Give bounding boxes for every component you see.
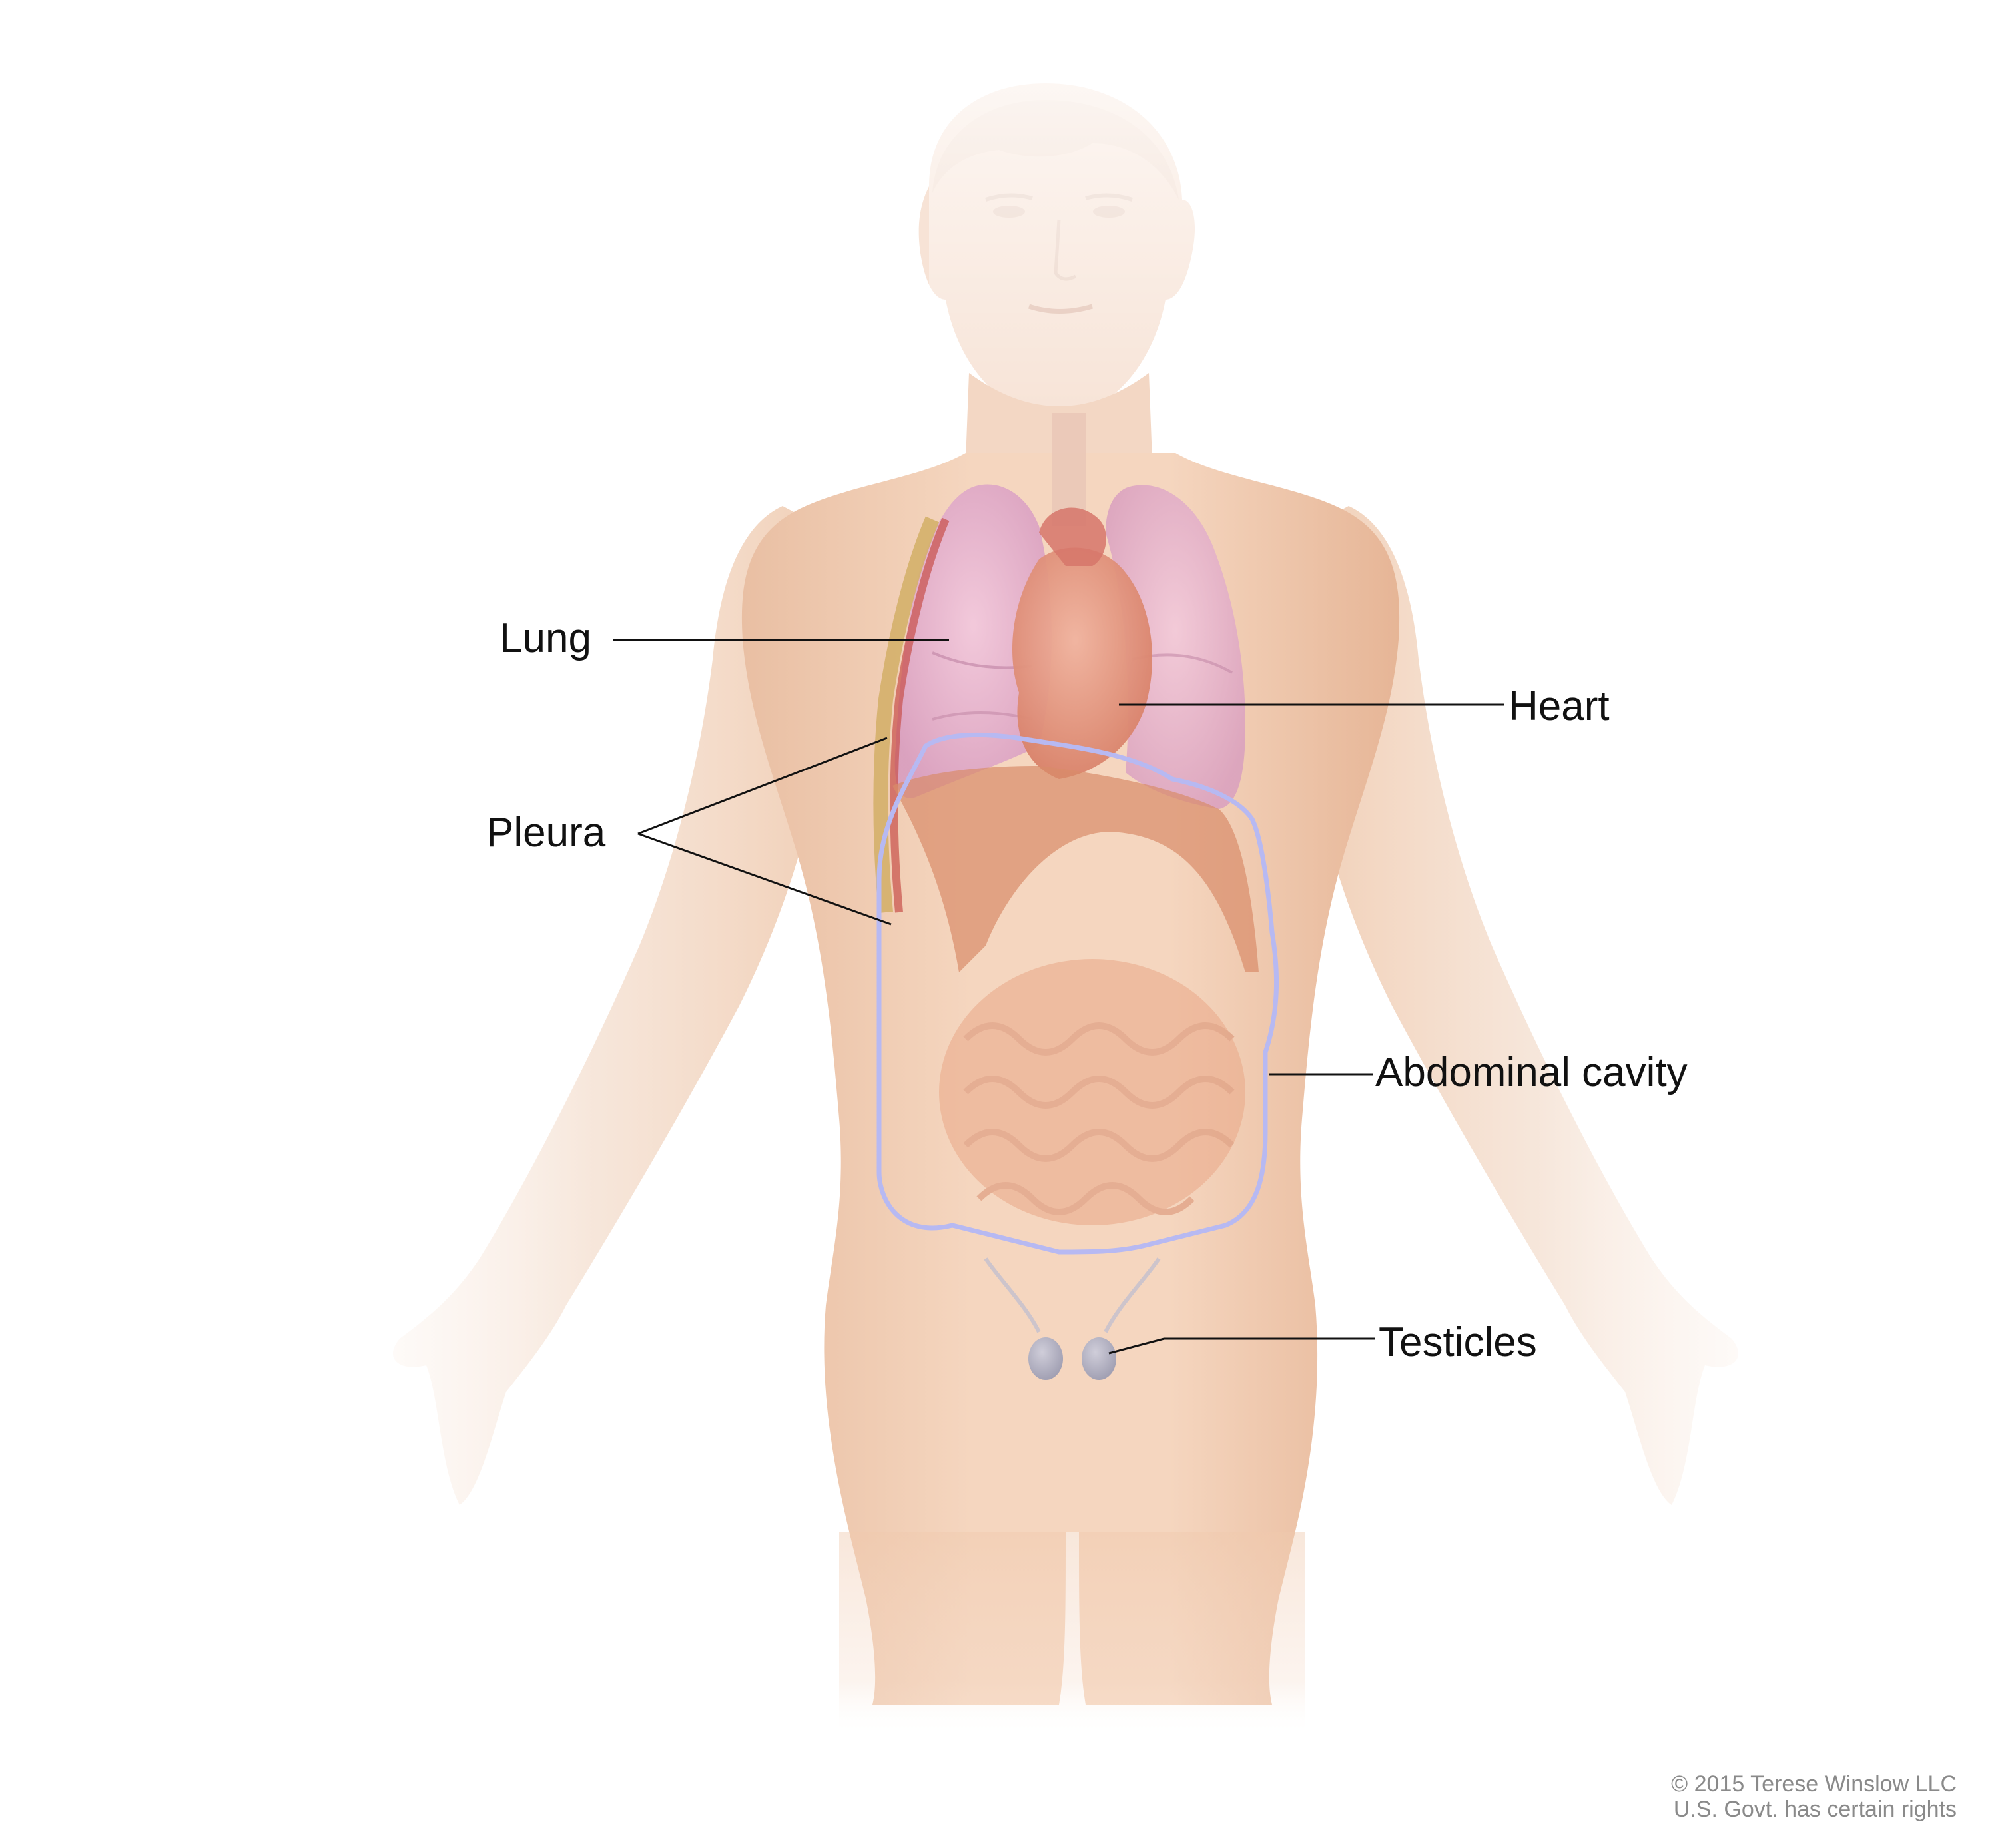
heart xyxy=(1012,547,1152,779)
diaphragm xyxy=(892,766,1259,972)
abdominal-cavity-outline xyxy=(876,732,1279,1255)
right-testicle xyxy=(1082,1337,1116,1380)
copyright-line-2: U.S. Govt. has certain rights xyxy=(1673,1797,1957,1822)
right-arm xyxy=(1296,506,1739,1505)
testicles xyxy=(1028,1337,1116,1380)
spermatic-cords xyxy=(984,1257,1161,1333)
testicles-leader-line-branch xyxy=(1108,1337,1165,1355)
left-arm xyxy=(392,506,835,1505)
testicles-label: Testicles xyxy=(1379,1319,1537,1365)
left-testicle xyxy=(1028,1337,1063,1380)
intestines xyxy=(939,959,1245,1225)
aorta xyxy=(1039,507,1106,566)
abdominal-cavity-label: Abdominal cavity xyxy=(1375,1050,1688,1095)
lungs xyxy=(894,484,1245,809)
copyright-line-1: © 2015 Terese Winslow LLC xyxy=(1671,1771,1957,1797)
pleura-leader-line-lower xyxy=(637,832,892,926)
trachea xyxy=(1052,413,1086,526)
right-lung xyxy=(1106,485,1245,809)
head xyxy=(918,0,1202,426)
pleura-label: Pleura xyxy=(486,810,606,856)
lung-label: Lung xyxy=(500,615,591,661)
leader-lines xyxy=(613,639,1504,1355)
heart-label: Heart xyxy=(1508,683,1610,729)
leg-fade xyxy=(839,1532,1305,1731)
pleura-leader-line-upper xyxy=(637,737,888,835)
